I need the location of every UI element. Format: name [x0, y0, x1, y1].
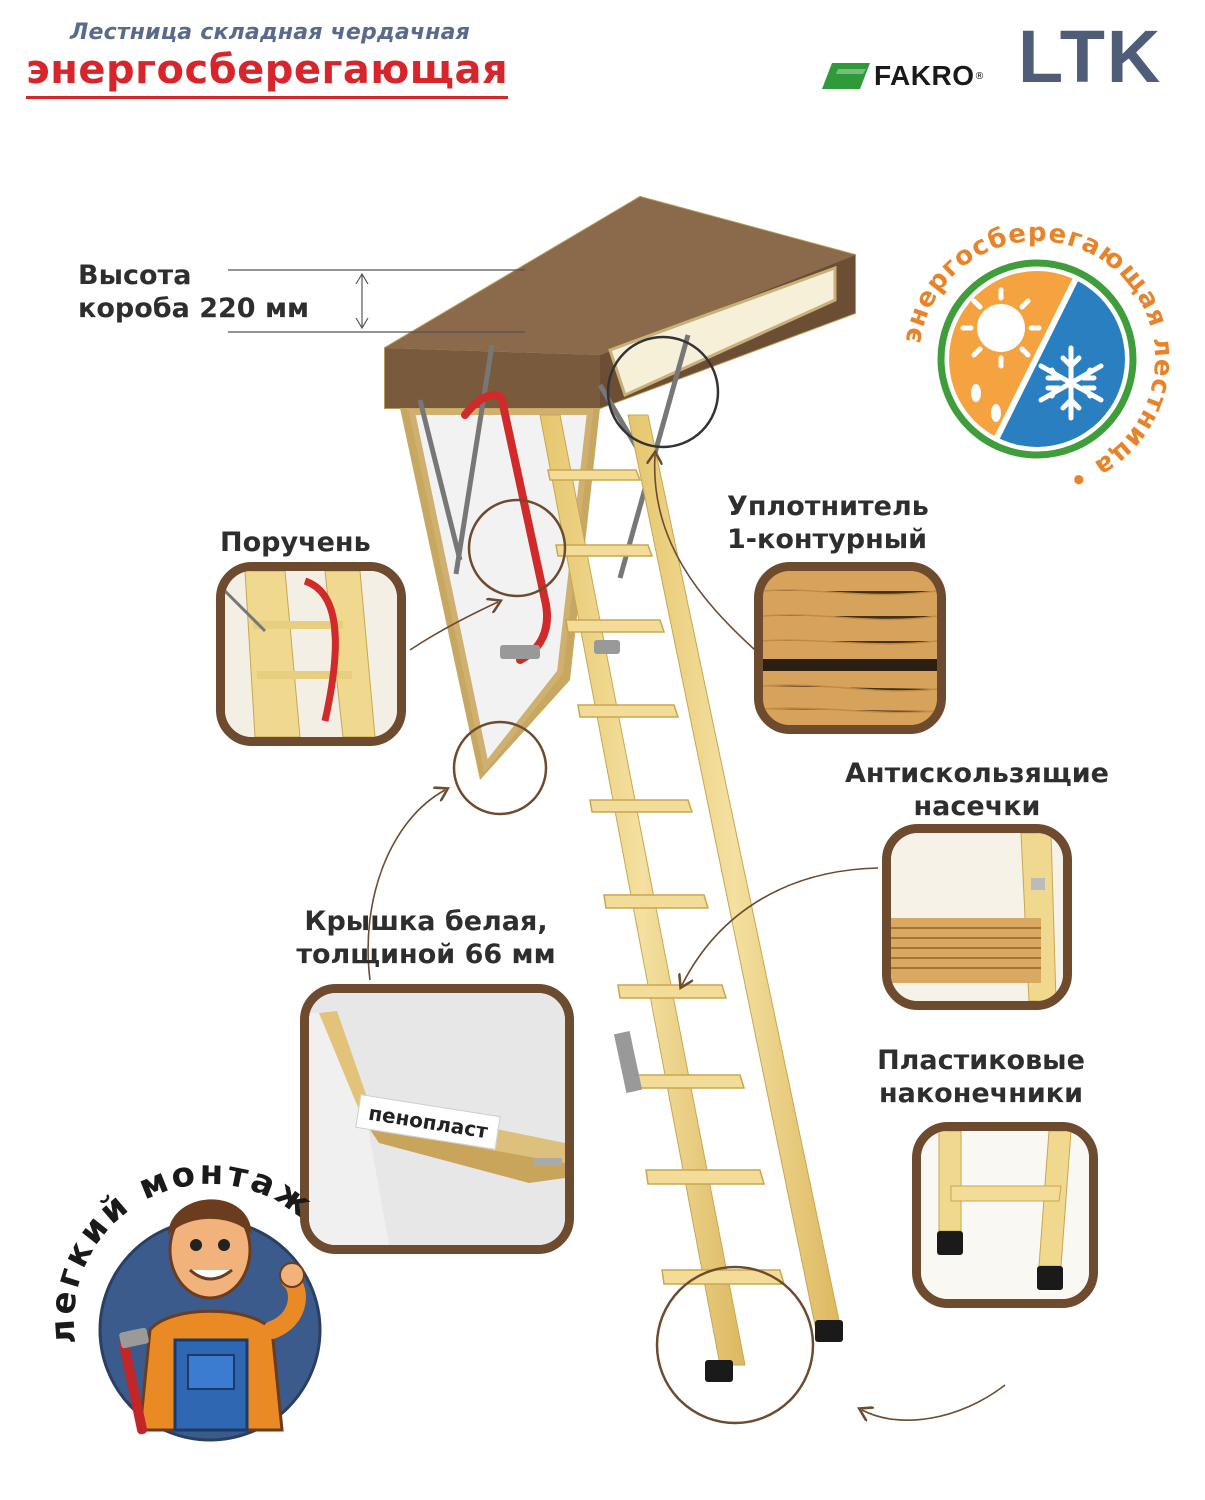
easy-install-badge: легкий монтаж [42, 1153, 322, 1442]
tips-detail-image [921, 1131, 1089, 1299]
tips-label: Пластиковые наконечники [877, 1045, 1085, 1109]
ladder-hinges [500, 640, 643, 1094]
callout-circles [452, 335, 815, 1425]
anti-slip-detail-photo [882, 824, 1072, 1010]
handrail-detail-photo [216, 562, 406, 746]
sun-icon [960, 287, 1042, 422]
energy-saving-badge: энергосберегающая лестница • [897, 218, 1177, 495]
anti-slip-label: Антискользящие насечки [845, 758, 1109, 822]
seal-detail-photo [754, 562, 946, 734]
handrail-detail-image [225, 571, 397, 737]
brand-logo: FAKRO ® [822, 60, 1003, 92]
lid-label: Крышка белая, толщиной 66 мм [296, 906, 556, 970]
subtitle: Лестница складная чердачная [70, 20, 471, 45]
ladder-rails [539, 414, 841, 1366]
headline: энергосберегающая [26, 44, 509, 99]
ladder-steps [547, 469, 785, 1285]
fakro-mark-icon [822, 63, 870, 89]
callout-connectors [367, 455, 1006, 1420]
brand-registered: ® [974, 70, 985, 82]
ladder-feet [705, 1320, 843, 1382]
seal-label: Уплотнитель 1-контурный [727, 491, 929, 555]
box-height-label: Высота короба 220 мм [78, 260, 310, 324]
attic-box [384, 195, 856, 409]
snowflake-icon [1038, 345, 1104, 421]
anti-slip-detail-image [891, 833, 1063, 1001]
box-height-dimension [228, 269, 525, 333]
tips-detail-photo [912, 1122, 1098, 1308]
lid-detail-photo: пенопласт [300, 984, 574, 1254]
brand-name: FAKRO [874, 60, 975, 91]
handrail-label: Поручень [220, 527, 371, 558]
seal-detail-image [763, 571, 937, 725]
worker-mascot-icon [119, 1199, 306, 1435]
model-name: LTK [1018, 15, 1163, 98]
